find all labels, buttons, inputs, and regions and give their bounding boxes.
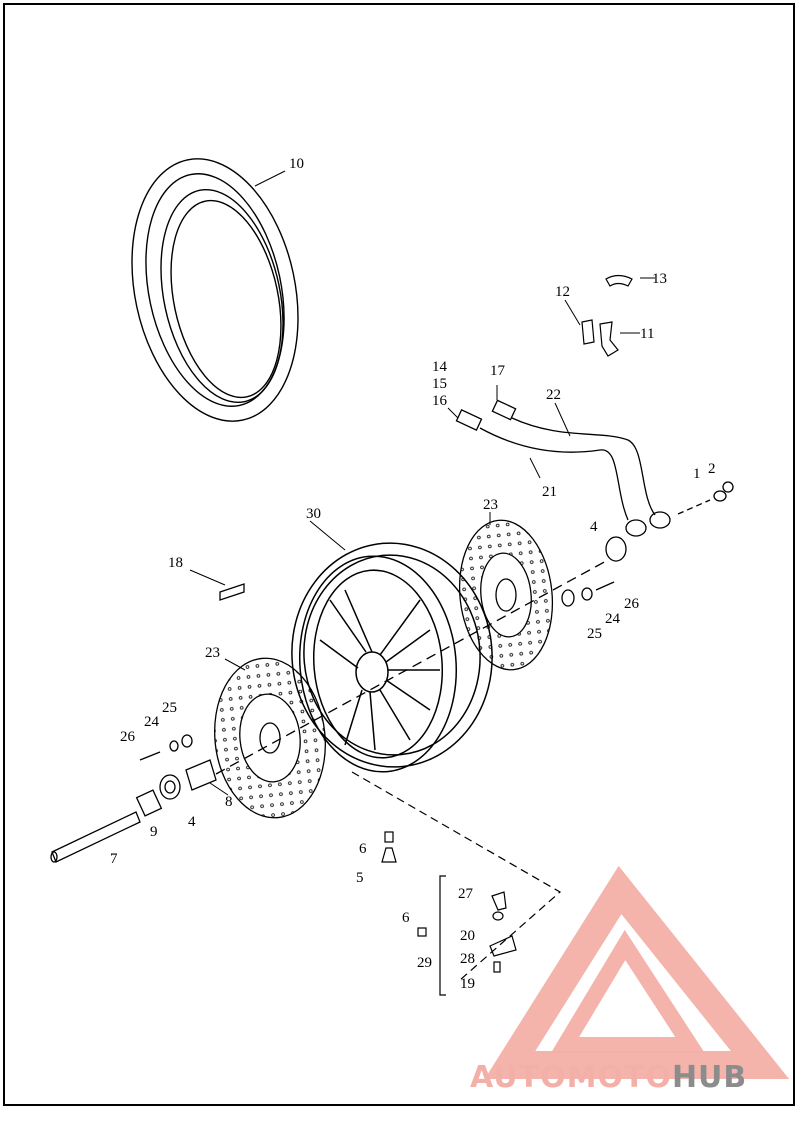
axle-assembly [50, 559, 615, 863]
callout-19: 19 [460, 976, 475, 992]
callout-15: 15 [432, 376, 447, 392]
callout-29: 29 [417, 955, 432, 971]
callout-14: 14 [432, 359, 448, 375]
callout-4: 4 [590, 519, 598, 535]
callout-4: 4 [188, 814, 196, 830]
callout-24: 24 [605, 611, 621, 627]
cast-wheel [291, 542, 493, 773]
callout-17: 17 [490, 363, 506, 379]
callout-25: 25 [587, 626, 602, 642]
watermark-part-1: AUTOMOTO [470, 1060, 672, 1095]
callout-20: 20 [460, 928, 475, 944]
callout-6: 6 [359, 841, 367, 857]
callout-25: 25 [162, 700, 177, 716]
callout-labels: 1 2 4 4 5 6 6 7 8 9 10 11 12 13 14 15 16… [110, 156, 716, 992]
callout-26: 26 [624, 596, 640, 612]
sensor-harness [455, 399, 734, 562]
drawing-frame [3, 3, 795, 1106]
callout-23: 23 [483, 497, 498, 513]
callout-18: 18 [168, 555, 183, 571]
callout-21: 21 [542, 484, 557, 500]
callout-28: 28 [460, 951, 475, 967]
parts-11-12-13 [581, 274, 633, 357]
watermark-text: AUTOMOTOHUB [470, 1060, 747, 1095]
valve-and-tpms [351, 771, 562, 996]
callout-23: 23 [205, 645, 220, 661]
brake-rotor-left [214, 657, 326, 819]
callout-9: 9 [150, 824, 158, 840]
callout-12: 12 [555, 284, 570, 300]
callout-8: 8 [225, 794, 233, 810]
leader-lines [189, 170, 655, 796]
callout-26: 26 [120, 729, 136, 745]
callout-6: 6 [402, 910, 410, 926]
callout-11: 11 [640, 326, 654, 342]
callout-13: 13 [652, 271, 667, 287]
callout-24: 24 [144, 714, 160, 730]
callout-2: 2 [708, 461, 716, 477]
callout-1: 1 [693, 466, 701, 482]
callout-22: 22 [546, 387, 561, 403]
callout-10: 10 [289, 156, 304, 172]
brake-rotor-right [458, 519, 554, 671]
callout-30: 30 [306, 506, 321, 522]
watermark-part-2: HUB [671, 1060, 748, 1095]
tire [131, 158, 299, 422]
callout-5: 5 [356, 870, 364, 886]
callout-16: 16 [432, 393, 448, 409]
callout-7: 7 [110, 851, 118, 867]
automotohub-logo [484, 865, 790, 1079]
callout-27: 27 [458, 886, 474, 902]
